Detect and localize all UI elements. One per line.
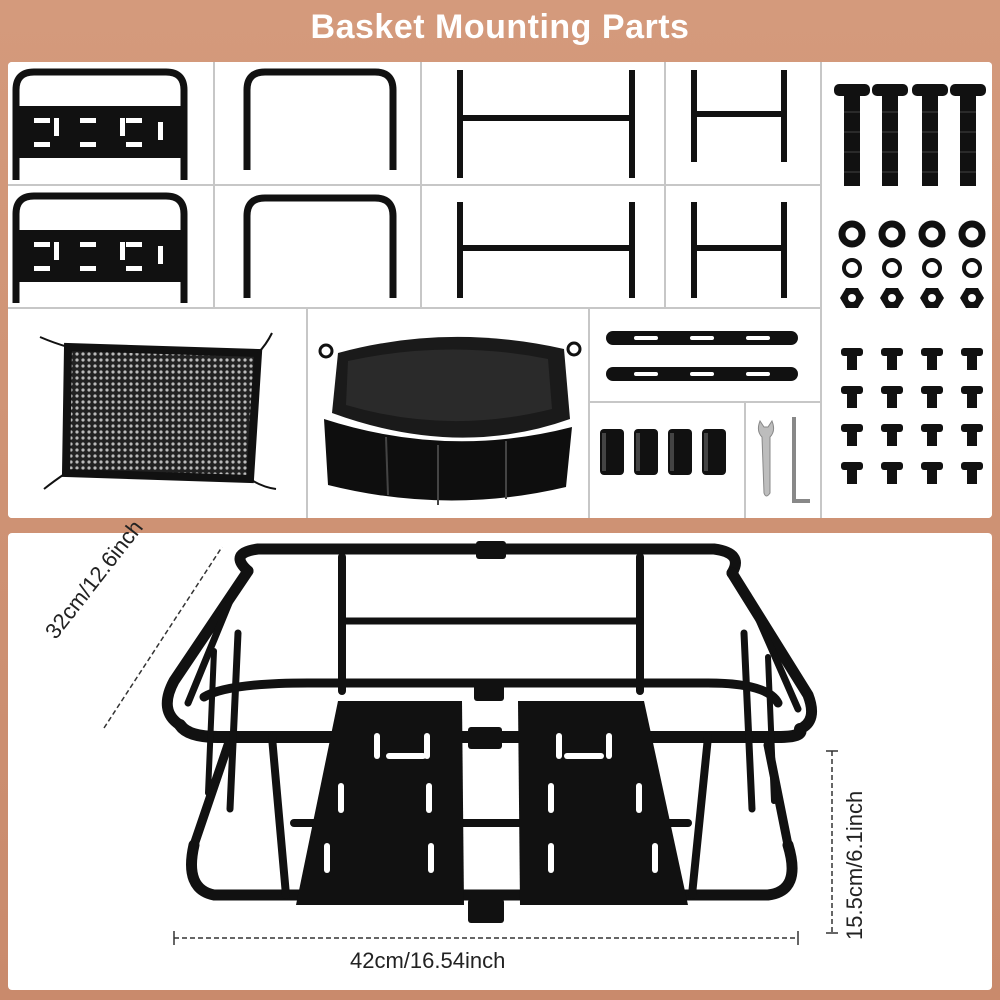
hex-key-icon [792,417,810,503]
u-frame-1 [215,62,420,184]
basket-icon [103,541,838,945]
h-bar-long-2 [422,186,664,307]
cargo-net-icon [39,332,277,490]
cargo-net [8,309,306,518]
strap-icon [606,331,798,381]
divider [820,62,822,518]
spacers [590,403,744,518]
liner-bag-icon [318,336,582,505]
hardware-icon [834,84,986,484]
basket-panel [8,533,992,990]
tools [746,403,820,518]
height-dimension-label: 15.5cm/6.1inch [842,790,867,940]
u-frame-icon [243,68,397,170]
u-frame-2 [215,186,420,307]
divider [588,307,590,518]
side-frame-icon [12,192,188,303]
parts-panel [8,62,992,518]
divider [306,307,308,518]
u-frame-icon [243,194,397,298]
width-dimension-label: 42cm/16.54inch [350,948,506,973]
wrench-icon [757,417,810,503]
h-bar-icon [457,202,635,298]
h-bar-icon [457,70,635,178]
divider [588,401,820,403]
divider [744,401,746,518]
page-title: Basket Mounting Parts [310,8,690,46]
h-bar-icon [691,202,787,298]
side-frame-plate-1 [8,62,213,184]
divider [8,307,820,309]
spacer-icon [600,429,726,475]
h-bar-short-1 [666,62,820,184]
hardware-column [822,62,992,518]
h-bar-short-2 [666,186,820,307]
divider [8,184,820,186]
h-bar-icon [691,70,787,162]
side-frame-icon [12,68,188,180]
h-bar-long-1 [422,62,664,184]
liner-bag [308,309,588,518]
side-frame-plate-2 [8,186,213,307]
mounting-straps [590,309,820,401]
